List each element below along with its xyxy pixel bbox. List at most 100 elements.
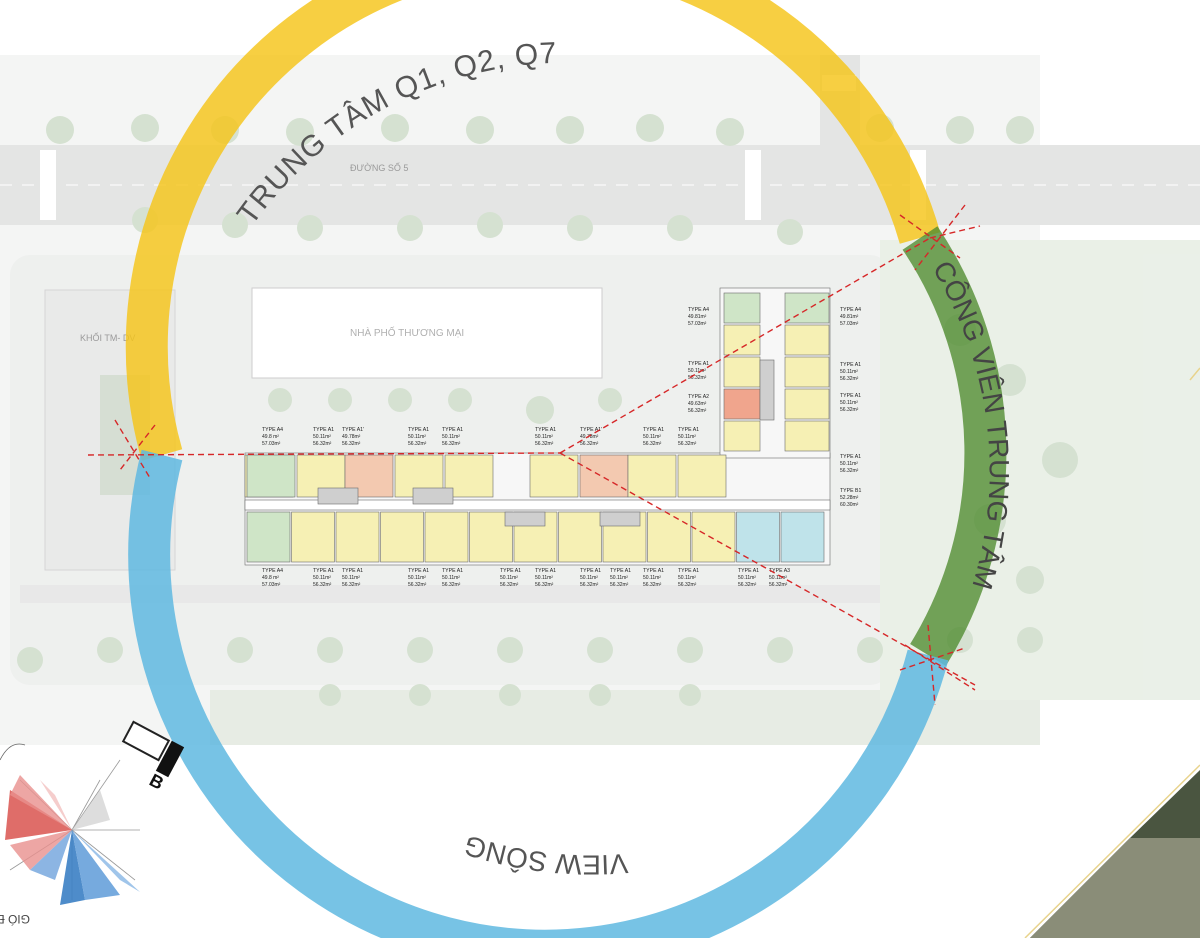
unit-area-label: 50.11m² [769,575,787,581]
unit-area-label: 56.32m² [580,582,599,588]
floor-unit [784,356,830,388]
unit-area-label: 56.32m² [500,582,519,588]
floor-unit [784,324,830,356]
unit-area-label: 50.11m² [678,575,696,581]
floor-unit [723,292,761,324]
floor-unit [784,420,830,452]
unit-area-label: 50.11m² [688,368,706,374]
floor-unit [784,292,830,324]
unit-area-label: 56.32m² [313,582,332,588]
unit-type-label: TYPE A1 [610,568,631,574]
street-label: ĐƯỜNG SỐ 5 [350,162,408,173]
ring-segment-green [902,226,1007,667]
unit-area-label: 50.11m² [840,369,858,375]
unit-type-label: TYPE A1 [313,568,334,574]
floor-unit [291,511,335,563]
unit-type-label: TYPE A2 [688,394,709,400]
unit-type-label: TYPE A1 [535,427,556,433]
unit-area-label: 56.32m² [769,582,788,588]
core [317,487,359,505]
unit-area-label: 50.11m² [342,575,360,581]
unit-type-label: TYPE A1 [678,427,699,433]
unit-area-label: 50.11m² [580,575,598,581]
floor-unit [677,454,727,498]
unit-area-label: 56.32m² [738,582,757,588]
unit-type-label: TYPE A1 [342,568,363,574]
unit-area-label: 49.8 m² [262,575,279,581]
unit-area-label: 56.32m² [342,441,361,447]
unit-area-label: 50.11m² [643,434,661,440]
floor-unit [380,511,424,563]
unit-area-label: 57.03m² [688,321,707,327]
unit-type-label: TYPE A1 [678,568,699,574]
floor-unit [627,454,677,498]
unit-area-label: 50.11m² [313,575,331,581]
unit-type-label: TYPE A1 [500,568,521,574]
unit-area-label: 50.11m² [738,575,756,581]
unit-type-label: TYPE A4 [262,568,283,574]
unit-area-label: 57.03m² [840,321,859,327]
core [412,487,454,505]
unit-area-label: 56.32m² [688,408,707,414]
unit-area-label: 56.32m² [408,582,427,588]
unit-area-label: 56.32m² [678,582,697,588]
unit-area-label: 56.32m² [580,441,599,447]
compass-rose [0,720,185,905]
unit-area-label: 50.11m² [442,434,460,440]
unit-area-label: 50.11m² [535,434,553,440]
unit-type-label: TYPE A1 [408,427,429,433]
unit-area-label: 50.11m² [840,461,858,467]
unit-type-label: TYPE A1 [535,568,556,574]
unit-area-label: 56.32m² [442,582,461,588]
core [759,359,775,421]
ring-segment-yellow [125,0,941,461]
unit-type-label: TYPE A1 [442,568,463,574]
unit-area-label: 50.11m² [408,434,426,440]
floor-unit [579,454,629,498]
unit-type-label: TYPE A1 [580,568,601,574]
sight-lines [87,204,981,706]
unit-type-label: TYPE A4 [262,427,283,433]
unit-type-label: TYPE A3 [769,568,790,574]
unit-type-label: TYPE A1 [643,568,664,574]
core [504,511,546,527]
unit-area-label: 60.30m² [840,502,859,508]
unit-area-label: 56.32m² [688,375,707,381]
unit-area-label: 50.11m² [408,575,426,581]
unit-area-label: 56.32m² [313,441,332,447]
unit-type-label: TYPE A1 [738,568,759,574]
unit-area-label: 50.11m² [535,575,553,581]
unit-type-label: TYPE A1 [840,362,861,368]
core [599,511,641,527]
floor-unit [736,511,780,563]
floor-unit [784,388,830,420]
unit-type-label: TYPE B1 [840,488,861,494]
unit-area-label: 56.32m² [643,441,662,447]
unit-area-label: 57.03m² [262,441,281,447]
floor-unit [691,511,736,563]
unit-type-label: TYPE A1 [840,393,861,399]
unit-area-label: 56.32m² [342,582,361,588]
unit-area-label: 56.32m² [535,582,554,588]
commercial-block-label: KHỐI TM- DV [80,332,135,343]
unit-area-label: 56.32m² [678,441,697,447]
floor-unit [723,388,761,420]
floor-unit [529,454,579,498]
unit-area-label: 56.32m² [535,441,554,447]
unit-area-label: 56.32m² [408,441,427,447]
floor-unit [780,511,825,563]
block-letter: B [146,770,167,794]
unit-area-label: 50.11m² [500,575,518,581]
unit-area-label: 56.32m² [840,468,859,474]
floor-unit [424,511,469,563]
unit-type-label: TYPE A1 [688,361,709,367]
floor-unit [558,511,602,563]
unit-type-label: TYPE A4 [688,307,709,313]
unit-area-label: 49.81m² [688,314,707,320]
shophouse-block [251,287,603,379]
unit-area-label: 49.78m² [580,434,599,440]
shophouse-label: NHÀ PHỐ THƯƠNG MẠI [350,325,464,339]
unit-area-label: 50.11m² [840,400,858,406]
